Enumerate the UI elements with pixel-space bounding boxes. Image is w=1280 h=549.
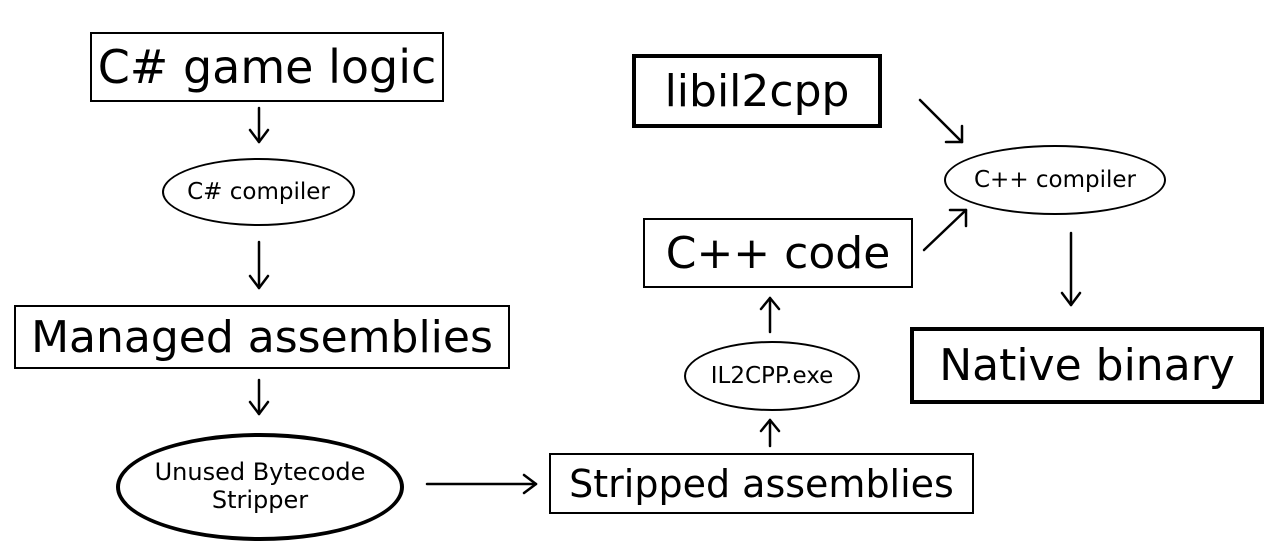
node-managed-assemblies-label: Managed assemblies (31, 311, 493, 363)
node-managed-assemblies: Managed assemblies (14, 305, 510, 369)
node-native-binary-label: Native binary (939, 340, 1235, 391)
node-unused-bytecode-stripper-line1: Unused Bytecode (154, 458, 366, 487)
node-cpp-code-label: C++ code (665, 227, 891, 279)
arrow-libil2cpp-to-cpp-compiler (918, 98, 964, 144)
arrow-stripper-to-stripped-assemblies (425, 473, 538, 495)
arrow-cpp-compiler-to-native-binary (1060, 231, 1082, 307)
node-csharp-game-logic-label: C# game logic (97, 40, 437, 94)
node-csharp-game-logic: C# game logic (90, 32, 444, 102)
arrow-il2cpp-to-cpp-code (759, 296, 781, 334)
node-stripped-assemblies-label: Stripped assemblies (569, 461, 954, 506)
arrow-managed-assemblies-to-stripper (248, 378, 270, 416)
node-il2cpp-exe-label: IL2CPP.exe (710, 363, 834, 389)
node-cpp-compiler: C++ compiler (944, 145, 1166, 215)
node-stripped-assemblies: Stripped assemblies (549, 453, 974, 514)
node-csharp-compiler: C# compiler (162, 158, 355, 226)
node-cpp-compiler-label: C++ compiler (973, 167, 1137, 193)
node-il2cpp-exe: IL2CPP.exe (684, 341, 860, 411)
node-cpp-code: C++ code (643, 218, 913, 288)
node-libil2cpp-label: libil2cpp (664, 65, 850, 117)
arrow-game-logic-to-csharp-compiler (248, 106, 270, 144)
node-csharp-compiler-label: C# compiler (187, 179, 330, 205)
node-native-binary: Native binary (910, 327, 1264, 404)
node-unused-bytecode-stripper: Unused Bytecode Stripper (116, 433, 404, 541)
arrow-csharp-compiler-to-managed-assemblies (248, 240, 270, 290)
node-unused-bytecode-stripper-line2: Stripper (211, 486, 309, 514)
arrow-cpp-code-to-cpp-compiler (922, 208, 968, 252)
node-libil2cpp: libil2cpp (632, 54, 882, 128)
arrow-stripped-assemblies-to-il2cpp (759, 418, 781, 448)
